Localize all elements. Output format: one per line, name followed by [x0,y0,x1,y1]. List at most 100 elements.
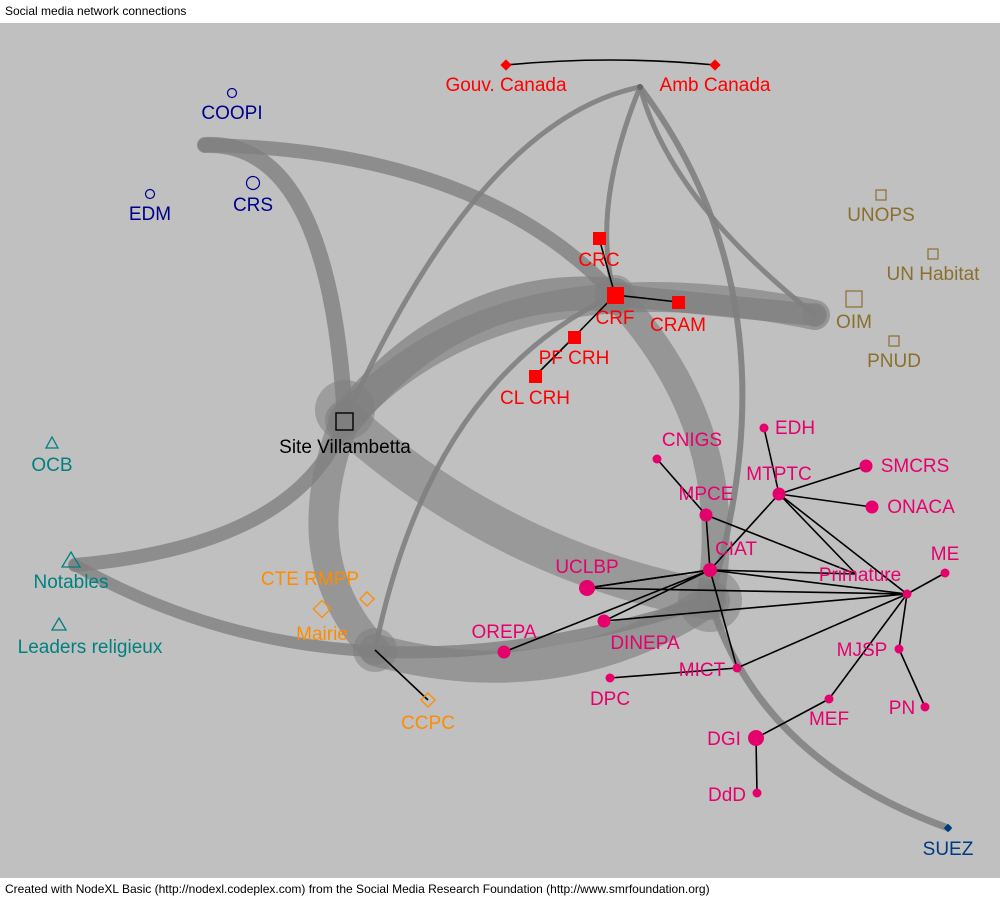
label-notables: Notables [34,572,109,593]
label-smcrs: SMCRS [881,456,950,477]
label-amb-canada: Amb Canada [660,75,771,96]
label-mef: MEF [809,709,849,730]
edge-hub-suez [706,596,952,832]
footer-credit: Created with NodeXL Basic (http://nodexl… [5,882,710,896]
node-pf-crh [568,331,581,344]
label-pf-crh: PF CRH [539,348,610,369]
node-mict [732,663,742,673]
label-oim: OIM [836,312,872,333]
node-edm [144,188,156,200]
label-mtptc: MTPTC [746,464,811,485]
label-edm: EDM [129,204,171,225]
node-crs [245,175,261,191]
edge-mairie-hub [359,584,726,683]
edge-site-mairie [308,405,390,665]
node-pn [920,702,930,712]
label-cram: CRAM [650,315,706,336]
thick-edges [68,84,952,832]
label-coopi: COOPI [201,103,262,124]
label-site-villambetta: Site Villambetta [279,437,411,458]
page-title: Social media network connections [5,4,187,18]
node-leaders-religieux [50,616,68,631]
node-notables [60,550,82,568]
node-dinepa [597,614,611,628]
label-dpc: DPC [590,689,630,710]
label-ccpc: CCPC [401,713,455,734]
edge-crf-hub [601,281,730,614]
label-ciat: CIAT [715,539,757,560]
label-dinepa: DINEPA [610,633,680,654]
label-orepa: OREPA [471,622,536,643]
amb-hub-dot [637,84,643,90]
node-dgi [748,730,764,746]
label-cnigs: CNIGS [662,430,722,451]
node-un-habitat [927,248,939,260]
label-me: ME [931,544,960,565]
label-mjsp: MJSP [837,640,888,661]
node-dpc [605,673,615,683]
node-cl-crh [529,370,542,383]
network-svg: Gouv. Canada Amb Canada COOPI EDM CRS CR… [18,59,981,860]
label-suez: SUEZ [923,839,974,860]
label-mairie: Mairie [296,624,348,645]
label-pnud: PNUD [867,351,921,372]
edge-coopi-site [197,136,353,428]
node-amb-canada [709,59,721,71]
label-crs: CRS [233,195,273,216]
label-pn: PN [889,698,915,719]
node-cnigs [652,454,662,464]
label-primature: Primature [819,565,901,586]
label-mpce: MPCE [679,484,734,505]
edge-site-hub [325,400,730,620]
label-leaders-religieux: Leaders religieux [18,637,163,658]
node-cte-rmpp [359,591,375,607]
node-suez [943,823,953,833]
node-smcrs [859,459,873,473]
label-uclbp: UCLBP [555,557,618,578]
edge-amb-crf [604,84,643,298]
label-gouv-canada: Gouv. Canada [445,75,567,96]
label-crf: CRF [595,308,634,329]
label-cl-crh: CL CRH [500,388,570,409]
node-site-villambetta [335,412,354,431]
edge-site-amb [342,84,643,423]
node-uclbp [579,580,595,596]
node-ddd [752,788,762,798]
edge-mairie-crf [372,292,618,653]
node-mpce [699,508,713,522]
node-cram [672,296,685,309]
node-unops [875,189,887,201]
node-mtptc [772,487,786,501]
node-orepa [497,645,511,659]
label-un-habitat: UN Habitat [887,264,981,285]
label-ocb: OCB [31,455,72,476]
node-mairie [312,599,332,619]
thin-edges [374,59,946,794]
node-edh [759,423,769,433]
node-ccpc [420,692,436,708]
label-ddd: DdD [708,785,746,806]
edge-amb-oim [637,84,818,318]
label-onaca: ONACA [887,497,955,518]
node-oim [845,290,863,308]
node-crc [593,232,606,245]
node-me [940,568,950,578]
node-pnud [888,335,900,347]
label-cte-rmpp: CTE RMPP [261,569,359,590]
node-mjsp [894,644,904,654]
network-graph: Gouv. Canada Amb Canada COOPI EDM CRS CR… [0,23,1000,878]
node-crf [607,287,624,304]
edge-amb-hub [637,84,746,603]
node-onaca [865,500,879,514]
label-crc: CRC [578,250,619,271]
edge-coopi-crf [198,138,622,302]
label-edh: EDH [775,418,815,439]
node-ciat [703,563,717,577]
node-primature [902,589,912,599]
node-mef [824,694,834,704]
label-unops: UNOPS [847,205,915,226]
node-coopi [226,87,238,99]
label-dgi: DGI [707,729,741,750]
node-ocb [44,435,60,449]
node-labels: Gouv. Canada Amb Canada COOPI EDM CRS CR… [18,75,981,860]
